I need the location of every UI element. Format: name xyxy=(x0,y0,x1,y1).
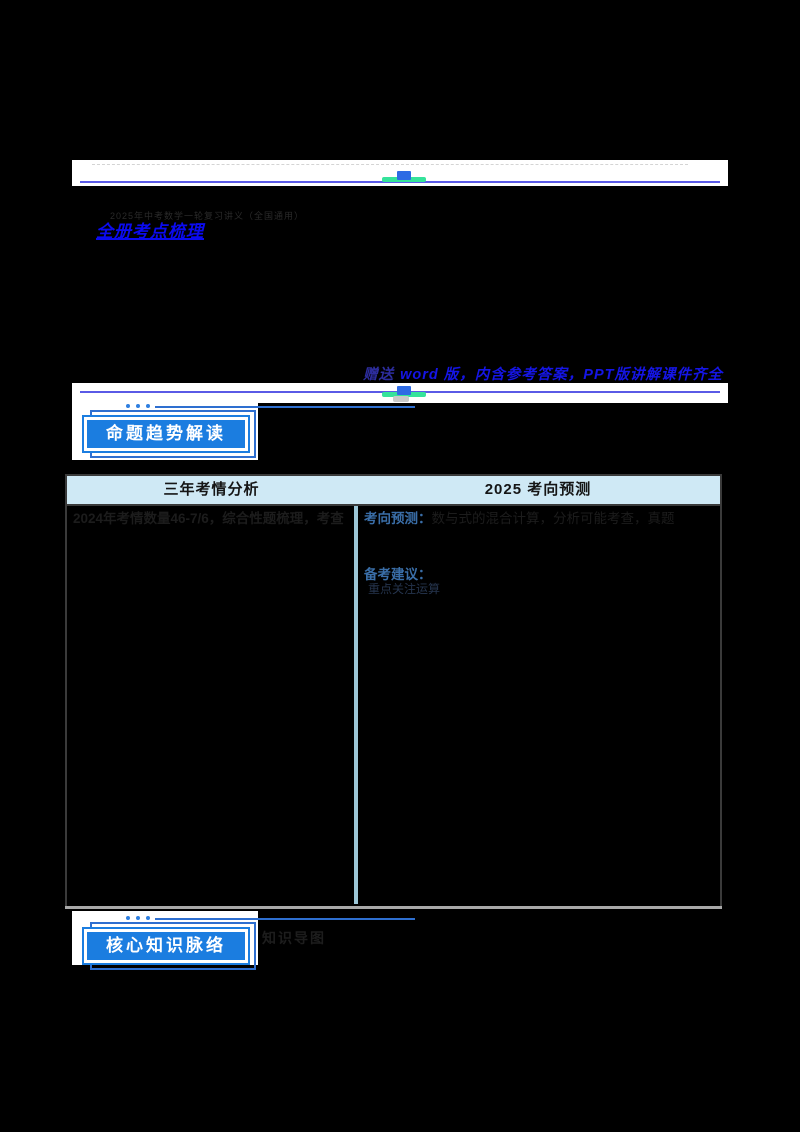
ghost-subtitle: 2025年中考数学一轮复习讲义（全国通用） xyxy=(110,211,305,221)
forecast-item1-ghost-text: 数与式的混合计算，分析可能考查，真题 xyxy=(431,511,675,526)
forecast-cell: 考向预测：数与式的混合计算，分析可能考查，真题 备考建议： 重点关注运算 xyxy=(364,509,714,596)
document-title-link[interactable]: 全册考点梳理 xyxy=(96,222,204,241)
exam-analysis-table: 三年考情分析 2025 考向预测 2024年考情数量46-7/6，综合性题梳理，… xyxy=(65,474,722,909)
logo-blue-mark xyxy=(397,171,411,180)
forecast-item2-label: 备考建议： xyxy=(364,567,432,582)
promo-prefix: 赠送 xyxy=(363,367,395,383)
table-header-row: 三年考情分析 2025 考向预测 xyxy=(67,476,720,506)
brand-logo-icon xyxy=(382,170,426,182)
deco-dots-icon xyxy=(126,404,150,408)
column-header-history: 三年考情分析 xyxy=(163,481,260,498)
mid-divider-band xyxy=(72,383,728,403)
deco-horizontal-line xyxy=(155,918,415,920)
brand-logo-icon xyxy=(382,385,426,397)
logo-blue-mark xyxy=(397,386,411,395)
knowledge-ghost-side-text: 知识导图 xyxy=(262,930,326,946)
history-cell-ghost-text: 2024年考情数量46-7/6，综合性题梳理，考查 xyxy=(73,511,344,526)
section-badge-trend: 命题趋势解读 xyxy=(82,415,250,453)
promo-line: 赠送 word 版，内含参考答案，PPT版讲解课件齐全 xyxy=(363,363,723,384)
purple-rule-line xyxy=(80,181,720,183)
section-badge-knowledge: 核心知识脉络 xyxy=(82,927,250,965)
promo-text: word 版，内含参考答案，PPT版讲解课件齐全 xyxy=(400,367,723,383)
table-column-divider xyxy=(354,506,358,904)
top-divider-band xyxy=(72,160,728,186)
table-bottom-border xyxy=(65,906,722,909)
column-header-forecast: 2025 考向预测 xyxy=(484,481,592,498)
forecast-item2-note: 重点关注运算 xyxy=(368,582,441,596)
faint-dashed-line xyxy=(92,164,688,165)
deco-dots-icon xyxy=(126,916,150,920)
deco-horizontal-line xyxy=(155,406,415,408)
forecast-item1-label: 考向预测： xyxy=(364,511,432,526)
gray-smudge-mark xyxy=(393,396,409,402)
